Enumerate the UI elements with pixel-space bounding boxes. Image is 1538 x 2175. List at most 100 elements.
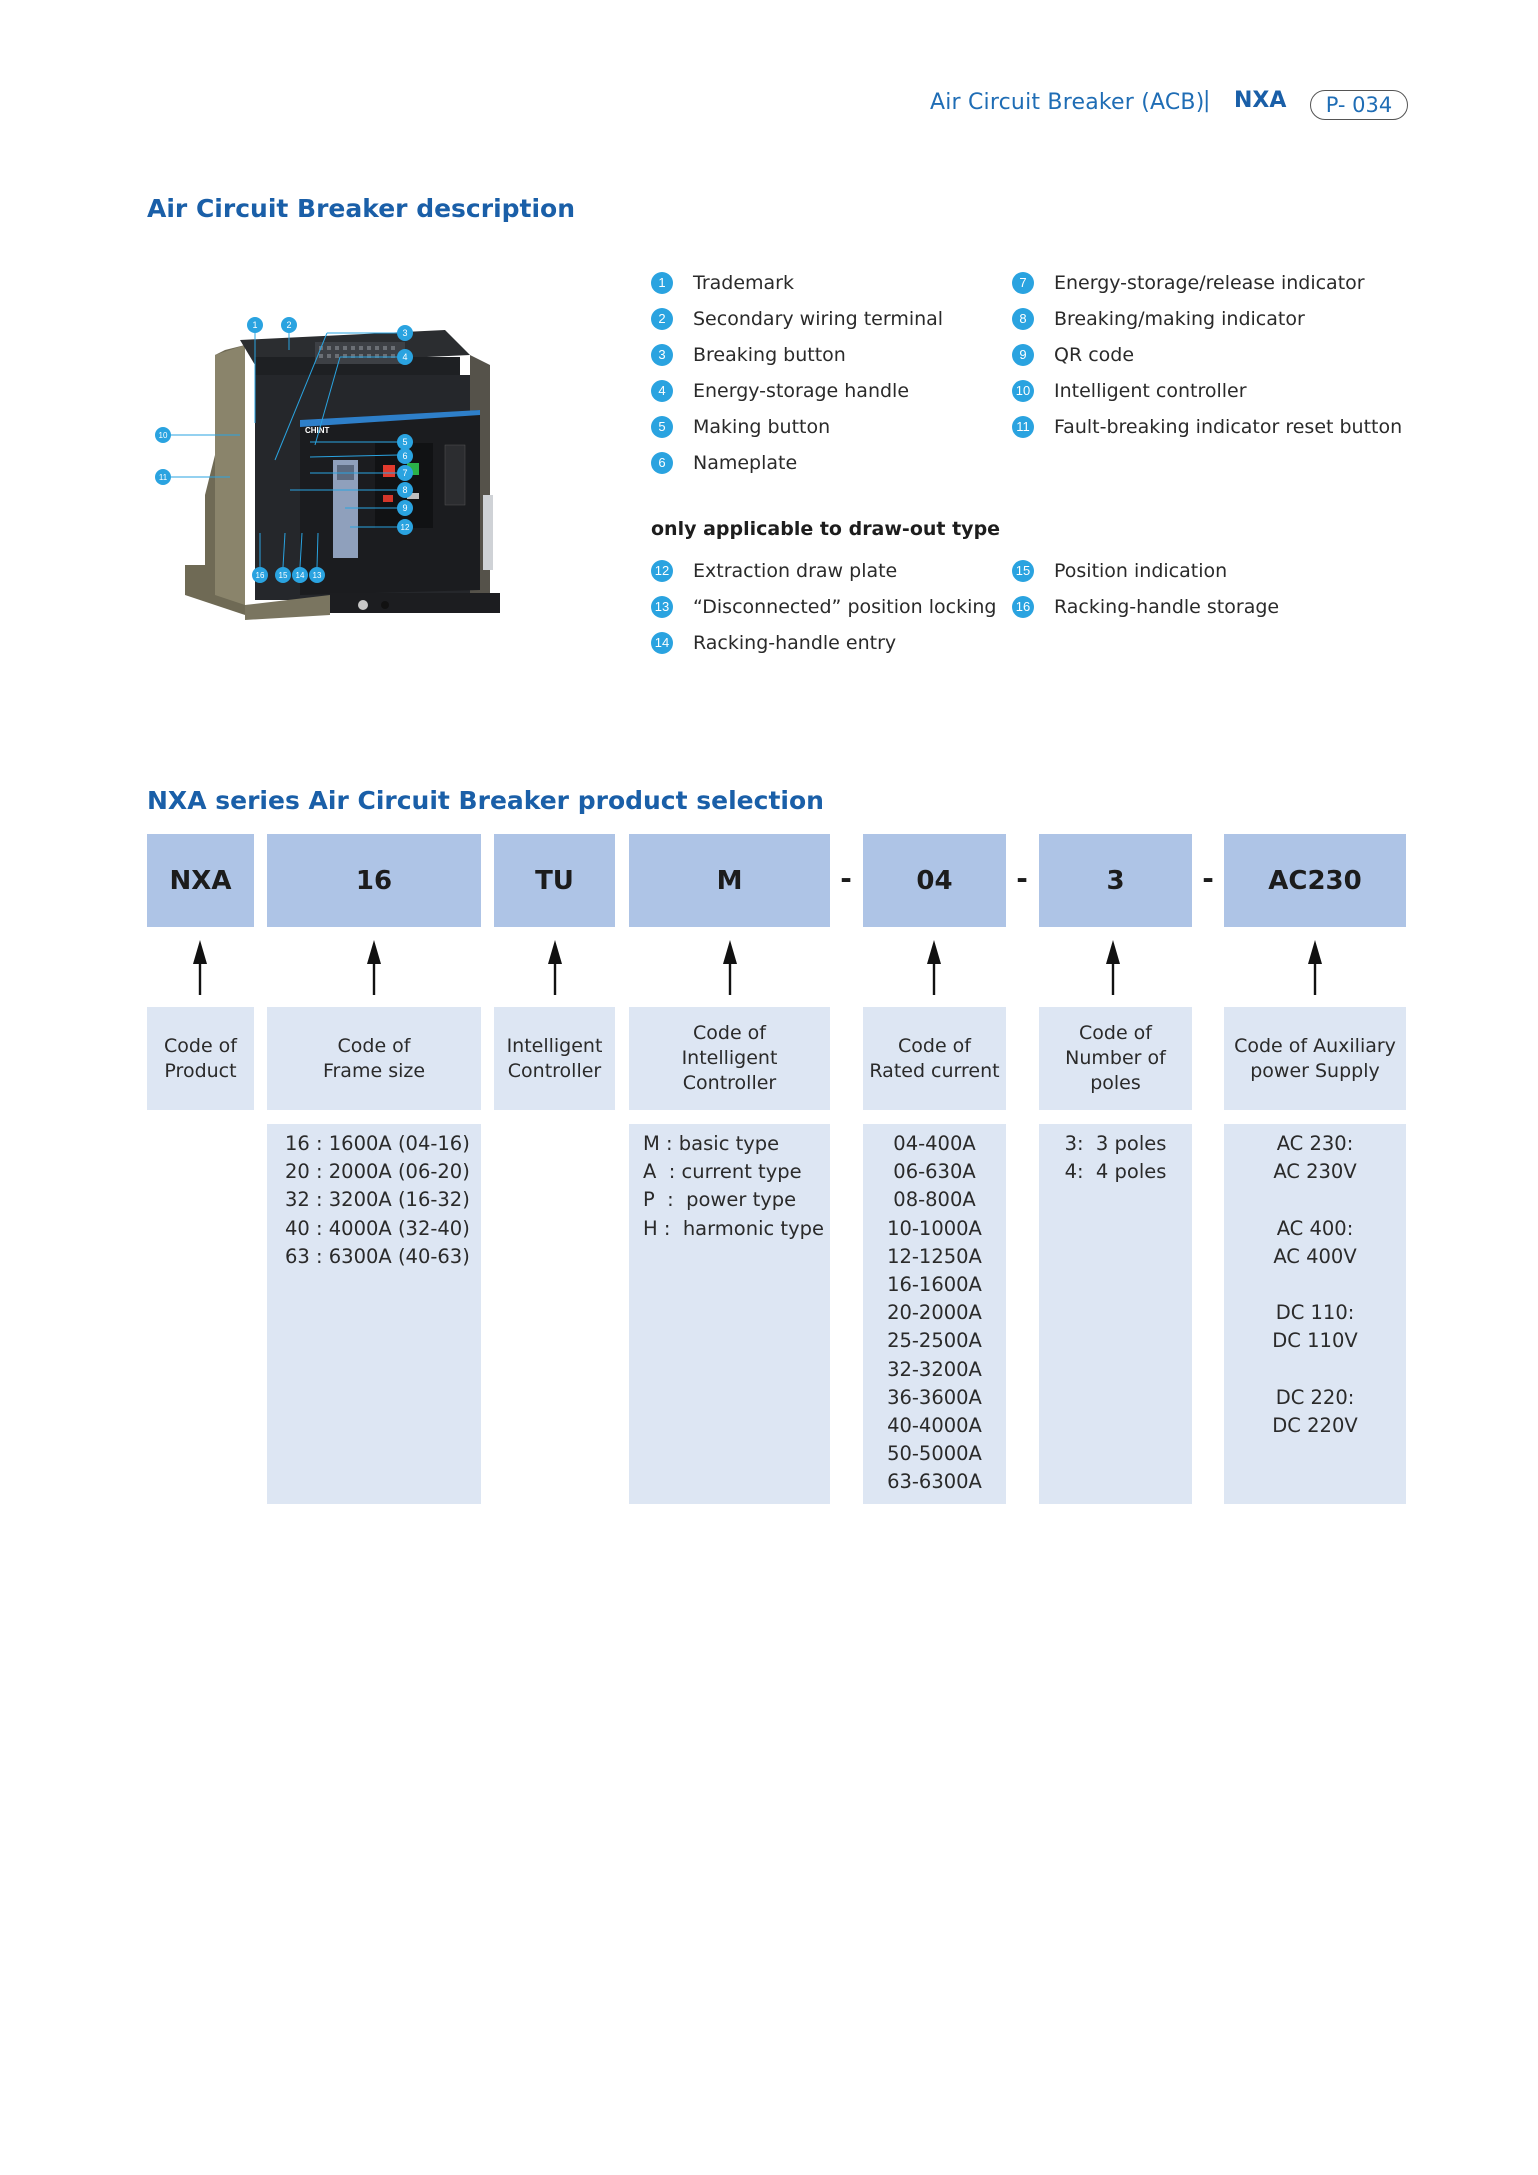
svg-text:16: 16: [256, 571, 265, 580]
number-badge-icon: 7: [1012, 272, 1034, 294]
code-aux-supply: AC230: [1224, 834, 1406, 927]
detail-line: H : harmonic type: [643, 1216, 824, 1240]
detail-line: [1224, 1186, 1406, 1214]
legend-label: QR code: [1054, 344, 1135, 366]
number-badge-icon: 12: [651, 560, 673, 582]
callout-8: 8: [397, 482, 413, 498]
detail-line: 06-630A: [893, 1160, 976, 1184]
svg-text:11: 11: [159, 473, 168, 482]
legend-label: Intelligent controller: [1054, 380, 1247, 402]
svg-text:14: 14: [296, 571, 305, 580]
details-frame-size: 16 : 1600A (04-16)20 : 2000A (06-20)32 :…: [267, 1124, 481, 1504]
number-badge-icon: 3: [651, 344, 673, 366]
arrow-up-icon: [193, 940, 207, 995]
number-badge-icon: 8: [1012, 308, 1034, 330]
separator-dash: -: [1202, 862, 1214, 895]
svg-text:15: 15: [279, 571, 288, 580]
arrow-up-icon: [367, 940, 381, 995]
svg-text:2: 2: [286, 320, 291, 330]
number-badge-icon: 5: [651, 416, 673, 438]
legend-label: “Disconnected” position locking: [693, 596, 997, 618]
detail-line: P : power type: [643, 1188, 797, 1212]
detail-line: 32 : 3200A (16-32): [285, 1188, 470, 1212]
number-badge-icon: 15: [1012, 560, 1034, 582]
arrow-up-icon: [1106, 940, 1120, 995]
separator-dash: -: [840, 862, 852, 895]
callout-10: 10: [155, 427, 171, 443]
svg-text:7: 7: [402, 468, 407, 478]
legend-item: 13 “Disconnected” position locking: [651, 592, 996, 622]
detail-line: AC 230V: [1273, 1160, 1357, 1184]
detail-line: AC 230:: [1276, 1132, 1354, 1155]
legend-item: 11 Fault-breaking indicator reset button: [1012, 412, 1402, 442]
callout-7: 7: [397, 465, 413, 481]
callout-4: 4: [397, 349, 413, 365]
number-badge-icon: 16: [1012, 596, 1034, 618]
detail-line: DC 110:: [1275, 1301, 1355, 1325]
legend-label: Breaking button: [693, 344, 846, 366]
detail-line: AC 400:: [1276, 1216, 1354, 1240]
number-badge-icon: 1: [651, 272, 673, 294]
detail-line: [1224, 1356, 1406, 1384]
svg-text:1: 1: [252, 320, 257, 330]
code-rated-current: 04: [863, 834, 1006, 927]
callout-1: 1: [247, 317, 263, 333]
detail-line: 63 : 6300A (40-63): [285, 1244, 470, 1268]
separator-dash: -: [1016, 862, 1028, 895]
detail-line: 20 : 2000A (06-20): [285, 1160, 470, 1184]
breaker-illustration: CHINT: [155, 317, 500, 620]
number-badge-icon: 9: [1012, 344, 1034, 366]
svg-text:13: 13: [313, 571, 322, 580]
description-title: Air Circuit Breaker description: [147, 194, 576, 223]
detail-line: 25-2500A: [887, 1329, 982, 1353]
callout-2: 2: [281, 317, 297, 333]
detail-line: [1224, 1271, 1406, 1299]
svg-text:4: 4: [402, 352, 407, 362]
callout-14: 14: [292, 567, 308, 583]
svg-text:8: 8: [402, 485, 407, 495]
detail-line: 3: 3 poles: [1064, 1132, 1167, 1155]
legend-label: Nameplate: [693, 452, 798, 474]
detail-line: 50-5000A: [887, 1442, 982, 1466]
number-badge-icon: 13: [651, 596, 673, 618]
header-separator: |: [1203, 88, 1211, 113]
callout-9: 9: [397, 500, 413, 516]
header-title: Air Circuit Breaker (ACB): [930, 90, 1205, 115]
code-intelligent-controller: TU: [494, 834, 615, 927]
detail-line: 40-4000A: [887, 1414, 982, 1438]
legend-label: Breaking/making indicator: [1054, 308, 1305, 330]
callout-11: 11: [155, 469, 171, 485]
legend-label: Energy-storage handle: [693, 380, 910, 402]
callout-5: 5: [397, 434, 413, 450]
legend-label: Fault-breaking indicator reset button: [1054, 416, 1403, 438]
legend-label: Position indication: [1054, 560, 1228, 582]
code-frame-size: 16: [267, 834, 481, 927]
arrow-up-icon: [723, 940, 737, 995]
detail-line: AC 400V: [1273, 1244, 1357, 1268]
svg-text:9: 9: [402, 503, 407, 513]
detail-line: 10-1000A: [887, 1216, 982, 1240]
selection-title: NXA series Air Circuit Breaker product s…: [147, 786, 824, 815]
legend-label: Making button: [693, 416, 831, 438]
page-number-badge: P- 034: [1310, 90, 1408, 120]
detail-line: DC 110V: [1272, 1329, 1358, 1353]
number-badge-icon: 11: [1012, 416, 1034, 438]
arrow-up-icon: [1308, 940, 1322, 995]
detail-line: 08-800A: [893, 1188, 976, 1212]
detail-line: 12-1250A: [887, 1244, 982, 1268]
